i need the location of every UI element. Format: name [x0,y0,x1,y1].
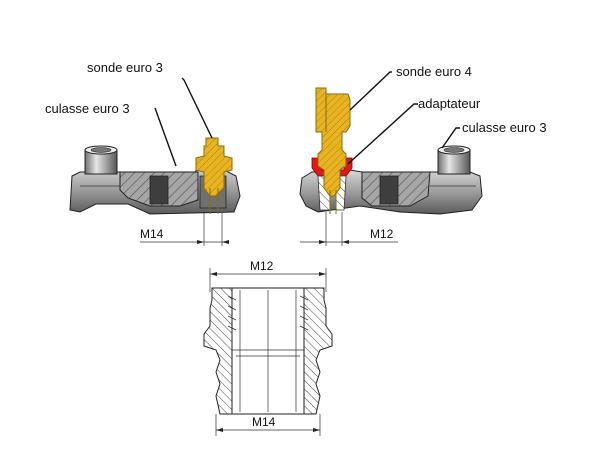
adapter-top-thread-label: M12 [250,259,274,273]
leader-culasse-right [441,127,460,149]
leader-culasse-left [154,107,177,167]
label-adaptateur: adaptateur [418,96,481,111]
adapter-bottom-thread-label: M14 [252,415,276,429]
label-culasse-euro-3-left: culasse euro 3 [45,101,130,116]
adapter-internal-thread [227,295,309,331]
label-sonde-euro-3: sonde euro 3 [87,60,163,75]
leader-lines [154,71,460,167]
label-culasse-euro-3-right: culasse euro 3 [462,120,547,135]
adapter-top-dimension [209,268,327,292]
right-head-tube [437,145,471,175]
adapter-bottom-dimension [215,414,321,436]
adapter-section-drawing: M12 M14 [203,259,333,436]
leader-adaptateur [347,103,418,165]
left-head-tube [84,145,118,175]
leader-sonde-euro-3 [181,77,213,139]
right-dimension-m12 [300,212,398,246]
left-thread-label: M14 [140,227,164,241]
left-cylinder-head [69,145,241,215]
probe-euro-4 [315,87,351,214]
label-sonde-euro-4: sonde euro 4 [396,64,472,79]
adapter-right-wall [303,287,333,415]
left-head-bore [149,175,169,205]
right-head-bore [379,175,399,205]
adapter-left-wall [203,287,233,415]
left-dimension-m14 [140,212,229,246]
right-thread-label: M12 [370,227,394,241]
leader-sonde-euro-4 [349,71,392,111]
probe-euro-3 [195,137,233,214]
